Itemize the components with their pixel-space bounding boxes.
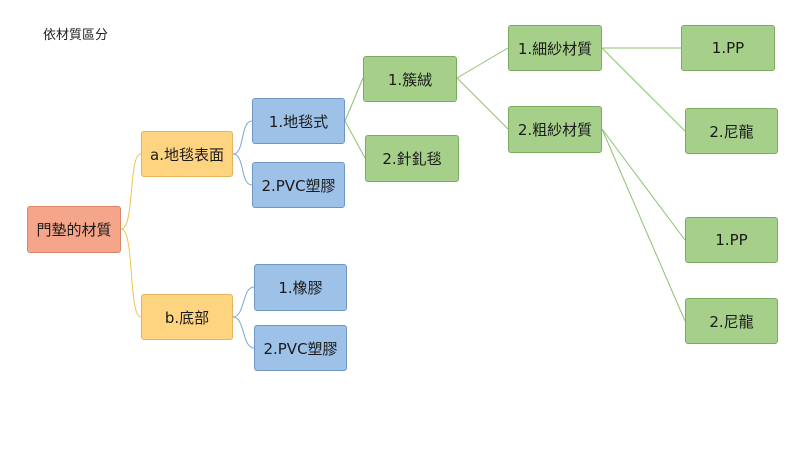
node-tufted: 1.簇絨 <box>363 56 457 102</box>
connector-root-to-b <box>120 228 142 318</box>
connector-b-to-rubber <box>232 286 255 318</box>
diagram-title: 依材質區分 <box>43 28 109 43</box>
connector-root-to-a <box>120 153 142 230</box>
node-fine-nylon: 2.尼龍 <box>685 108 778 154</box>
node-coarse-yarn: 2.粗紗材質 <box>508 106 602 153</box>
connector-tufted-to-fine <box>456 47 509 79</box>
node-rubber: 1.橡膠 <box>254 264 347 311</box>
connector-a-to-pvc <box>232 153 253 186</box>
node-b-backing: b.底部 <box>141 294 233 340</box>
connector-fine-to-nylon <box>601 47 686 132</box>
connector-coarse-to-nylon <box>601 128 686 322</box>
node-carpet-type: 1.地毯式 <box>252 98 345 144</box>
connector-carpet-to-tufted <box>344 77 364 122</box>
connector-b-to-pvc <box>232 316 255 349</box>
connector-coarse-to-pp <box>601 128 686 241</box>
node-a-carpet-surface: a.地毯表面 <box>141 131 233 177</box>
node-coarse-nylon: 2.尼龍 <box>685 298 778 344</box>
node-surface-pvc: 2.PVC塑膠 <box>252 162 345 208</box>
connector-tufted-to-coarse <box>456 77 509 130</box>
node-coarse-pp: 1.PP <box>685 217 778 263</box>
node-fine-yarn: 1.細紗材質 <box>508 25 602 71</box>
connector-a-to-carpet <box>232 120 253 155</box>
node-backing-pvc: 2.PVC塑膠 <box>254 325 347 371</box>
node-fine-pp: 1.PP <box>681 25 775 71</box>
node-root: 門墊的材質 <box>27 206 121 253</box>
connector-carpet-to-needle <box>344 120 366 159</box>
node-needle-felt: 2.針釓毯 <box>365 135 459 182</box>
